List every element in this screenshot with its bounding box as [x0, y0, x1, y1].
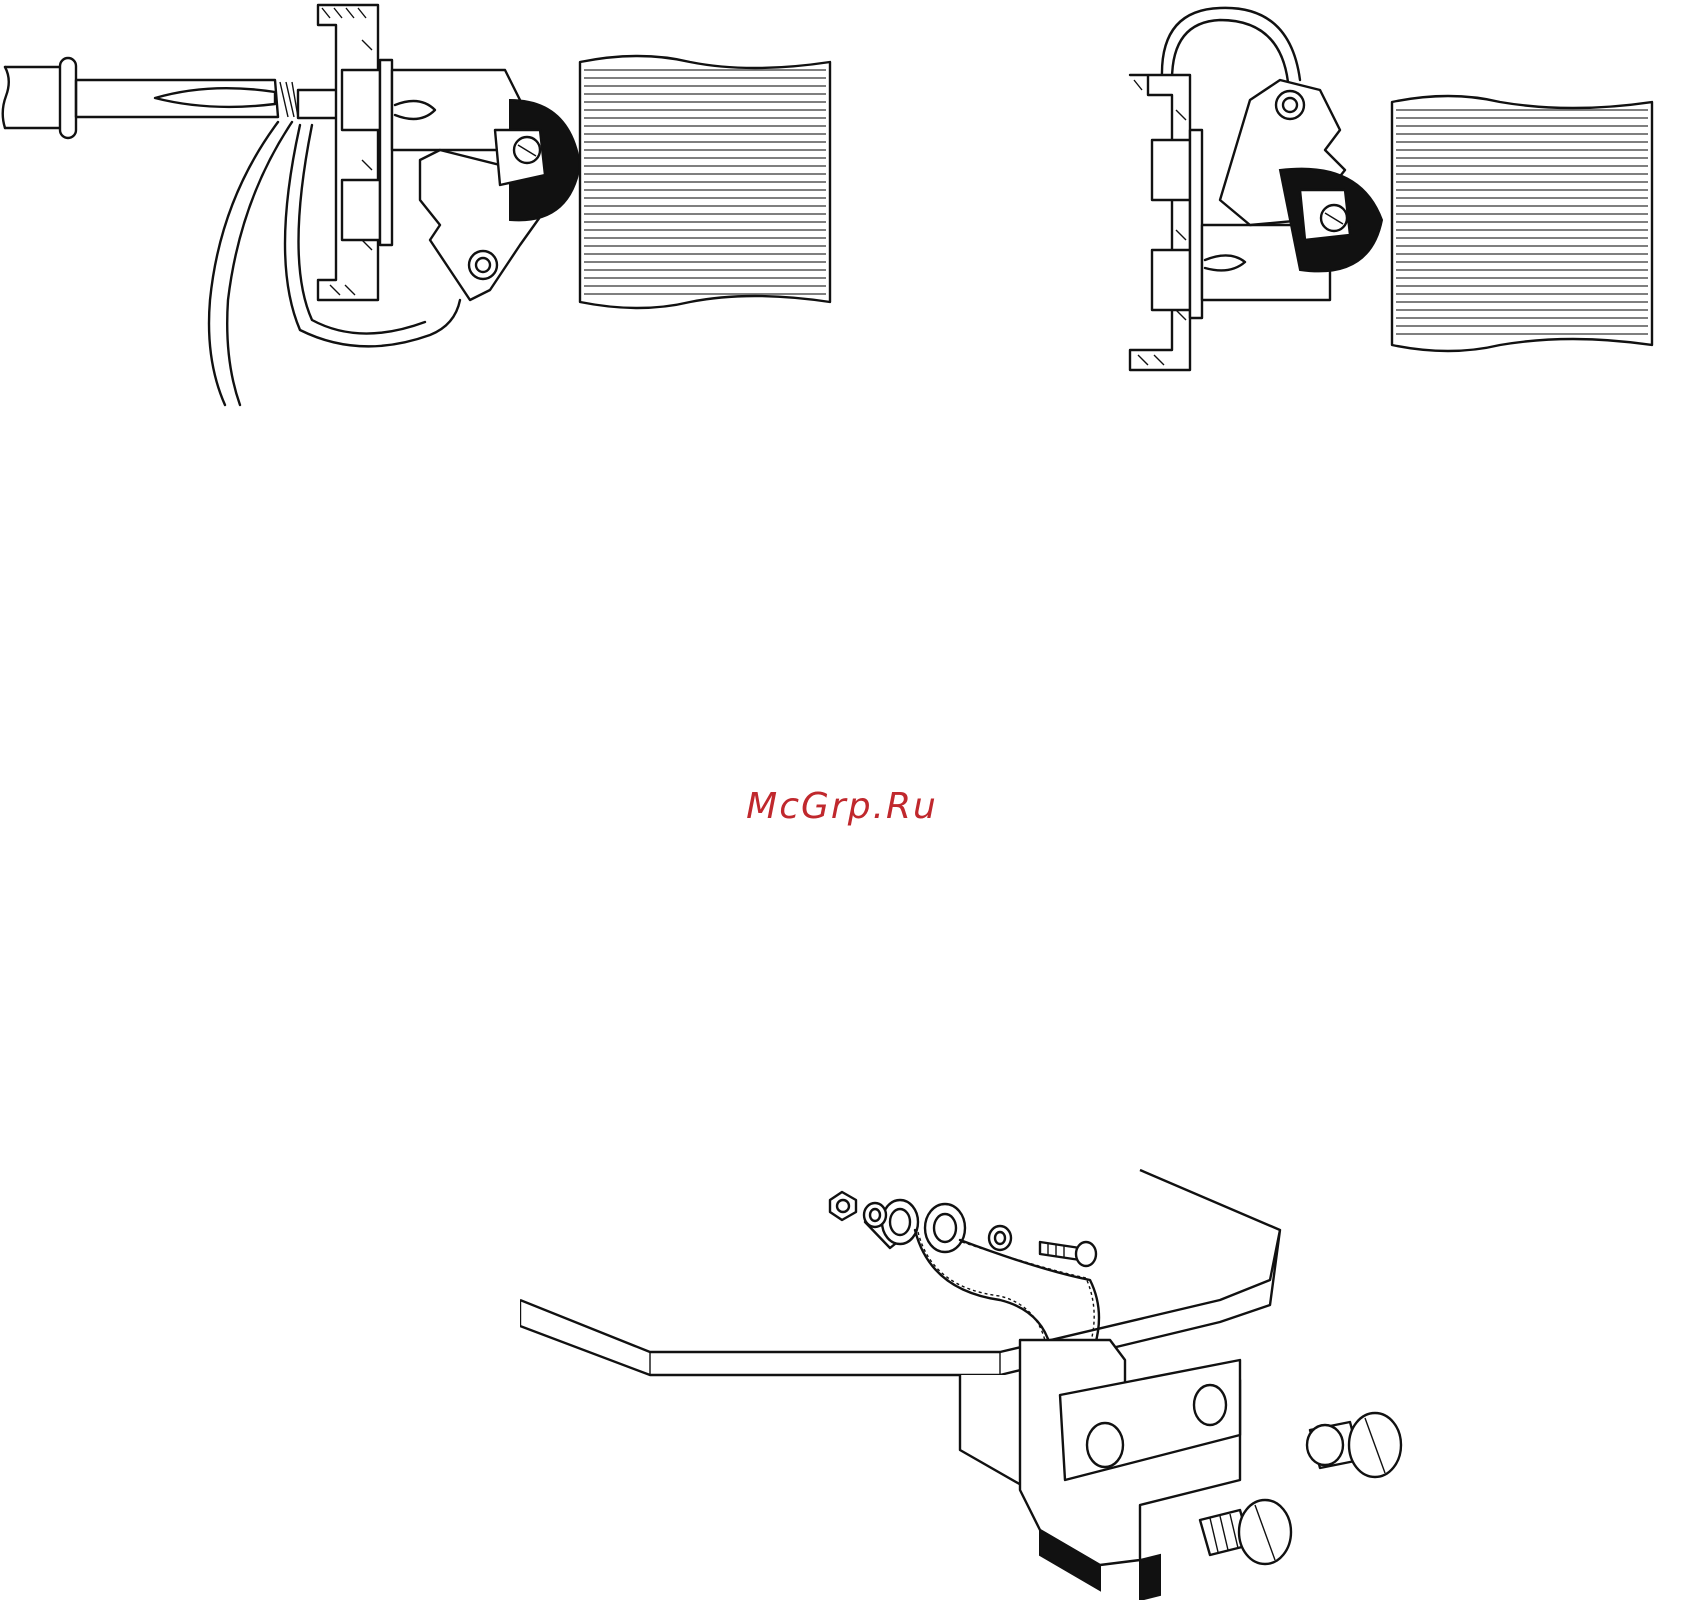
watermark-text: McGrp.Ru — [0, 786, 1684, 827]
commutator-drum — [1392, 96, 1652, 351]
brush-holder-installed-drawing — [1100, 0, 1684, 380]
soldering-iron-icon — [3, 58, 338, 138]
mounting-screw-icon — [1200, 1500, 1291, 1564]
commutator-drum — [580, 56, 830, 308]
brush-holder-exploded-figure — [520, 1160, 1540, 1600]
mounting-screw-icon — [1307, 1413, 1401, 1477]
brush-holder-soldering-drawing — [0, 0, 840, 410]
brush-holder-soldering-figure — [0, 0, 840, 410]
lead-wire-arch — [1162, 8, 1300, 80]
channel-bracket — [1130, 75, 1190, 370]
brush-holder-exploded-drawing — [520, 1160, 1540, 1600]
channel-bracket — [318, 5, 378, 300]
brush-holder-installed-figure — [1100, 0, 1684, 380]
